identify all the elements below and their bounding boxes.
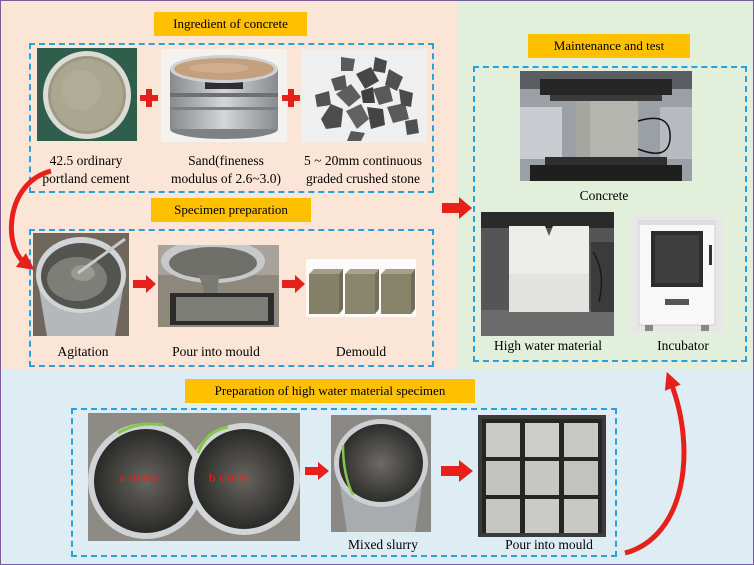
stone-caption-line-1: 5 ~ 20mm continuous [304, 153, 422, 168]
cement-caption-line-2: portland cement [42, 171, 130, 186]
concrete-caption: Concrete [579, 188, 629, 203]
a-slurry-label: a slurry [119, 470, 159, 485]
high-water-mould-image [478, 415, 606, 537]
concrete-test-image [520, 71, 692, 181]
sand-caption-line-1: Sand(fineness [188, 153, 264, 168]
ab-slurry-image [88, 413, 300, 541]
mixed-slurry-photo [331, 415, 431, 532]
maintenance-title: Maintenance and test [528, 34, 690, 58]
stone-caption-line-2: graded crushed stone [306, 171, 420, 186]
agitation-image [33, 233, 129, 336]
specimen-box [29, 229, 434, 367]
sand-sieve-image [161, 49, 287, 142]
ingredient-title: Ingredient of concrete [154, 12, 307, 36]
maintenance-box [473, 66, 747, 362]
mixed-slurry-caption: Mixed slurry [347, 537, 419, 552]
sand-caption: Sand(fineness modulus of 2.6~3.0) [151, 152, 301, 188]
stone-caption: 5 ~ 20mm continuous graded crushed stone [288, 152, 438, 188]
cement-photo [37, 48, 137, 141]
demould-image [306, 259, 416, 317]
high-water-material-caption: High water material [494, 338, 602, 353]
agitation-photo [33, 233, 129, 336]
b-slurry-label: b slurry [209, 470, 250, 485]
specimen-title: Specimen preparation [151, 198, 311, 222]
ingredient-box [29, 43, 434, 193]
incubator-caption: Incubator [657, 338, 709, 353]
demould-caption: Demould [335, 344, 387, 359]
crushed-stone-photo [301, 49, 427, 142]
sand-sieve-photo [161, 49, 287, 142]
high-water-pour-caption: Pour into mould [505, 537, 593, 552]
cement-caption: 42.5 ordinary portland cement [11, 152, 161, 188]
crushed-stone-image [301, 49, 427, 142]
high-water-material-image [481, 212, 614, 336]
pour-into-mould-photo [158, 245, 279, 327]
demould-photo [306, 259, 416, 317]
agitation-caption: Agitation [57, 344, 109, 359]
pour-into-mould-caption: Pour into mould [172, 344, 260, 359]
ab-slurry-photo: a slurry b slurry [88, 413, 300, 541]
high-water-mould-photo [478, 415, 606, 537]
cement-image [37, 48, 137, 141]
incubator-photo [631, 215, 723, 333]
high-water-prep-title: Preparation of high water material speci… [185, 379, 475, 403]
incubator-image [631, 215, 723, 333]
high-water-material-photo [481, 212, 614, 336]
sand-caption-line-2: modulus of 2.6~3.0) [170, 171, 282, 186]
pour-into-mould-image [158, 245, 279, 327]
high-water-prep-box [71, 408, 617, 557]
mixed-slurry-image [331, 415, 431, 532]
cement-caption-line-1: 42.5 ordinary [49, 153, 123, 168]
concrete-test-photo [520, 71, 692, 181]
